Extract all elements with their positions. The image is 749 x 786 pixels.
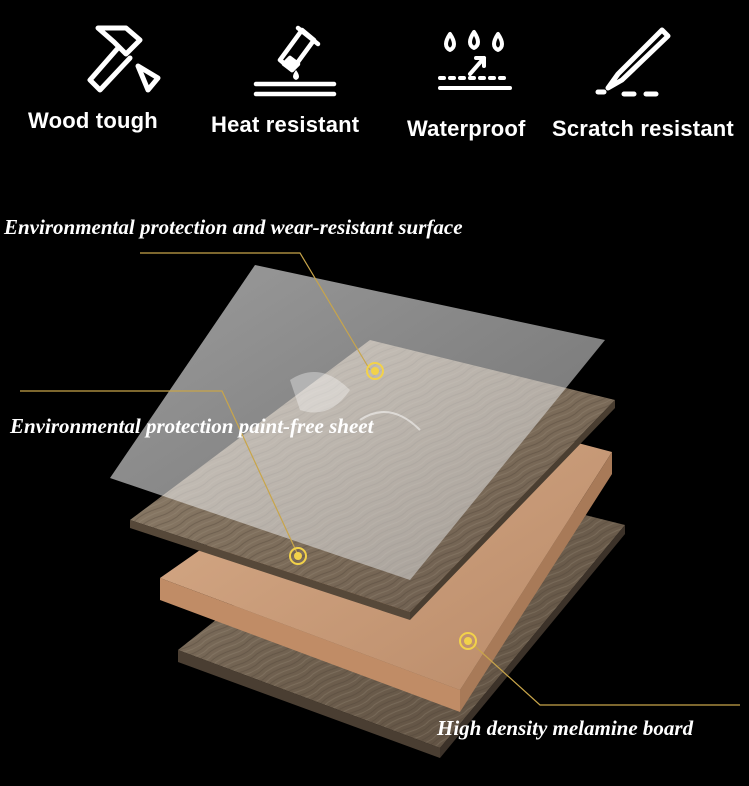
water-drops-icon — [438, 30, 512, 90]
callout-board: High density melamine board — [437, 716, 694, 740]
hammer-icon — [87, 25, 161, 93]
callout-surface: Environmental protection and wear-resist… — [4, 215, 463, 239]
feature-label-heat-resistant: Heat resistant — [211, 112, 360, 137]
wear-resistant-clear-layer — [110, 265, 605, 580]
board-marker — [459, 632, 477, 650]
feature-label-wood-tough: Wood tough — [28, 108, 158, 133]
feature-label-scratch-resistant: Scratch resistant — [552, 116, 734, 141]
feature-label-waterproof: Waterproof — [407, 116, 526, 141]
surface-marker — [366, 362, 384, 380]
knife-icon — [595, 27, 671, 97]
test-tube-icon — [253, 25, 337, 97]
surface-leader-line — [140, 252, 371, 371]
callout-sheet: Environmental protection paint-free shee… — [10, 414, 374, 438]
sheet-leader-line — [20, 390, 299, 556]
sheet-marker — [289, 547, 307, 565]
board-leader-line — [467, 639, 740, 706]
